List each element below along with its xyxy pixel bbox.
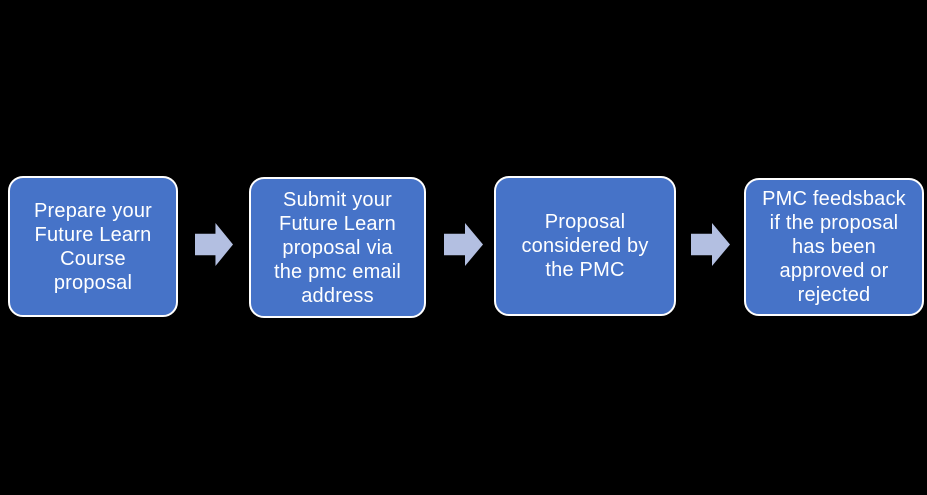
flow-step-pmc-consideration: Proposal considered by the PMC xyxy=(494,176,676,316)
flow-step-prepare-proposal: Prepare your Future Learn Course proposa… xyxy=(8,176,178,317)
flow-step-label: Submit your Future Learn proposal via th… xyxy=(273,188,402,307)
flow-step-submit-proposal: Submit your Future Learn proposal via th… xyxy=(249,177,426,318)
flow-step-label: Proposal considered by the PMC xyxy=(521,211,649,281)
flow-step-label: PMC feedsback if the proposal has been a… xyxy=(762,188,906,306)
flow-step-pmc-feedback: PMC feedsback if the proposal has been a… xyxy=(744,178,924,316)
arrow-right-icon xyxy=(691,223,730,266)
arrow-right-icon xyxy=(195,223,233,266)
arrow-right-icon xyxy=(444,223,483,266)
flow-step-label: Prepare your Future Learn Course proposa… xyxy=(33,199,152,294)
